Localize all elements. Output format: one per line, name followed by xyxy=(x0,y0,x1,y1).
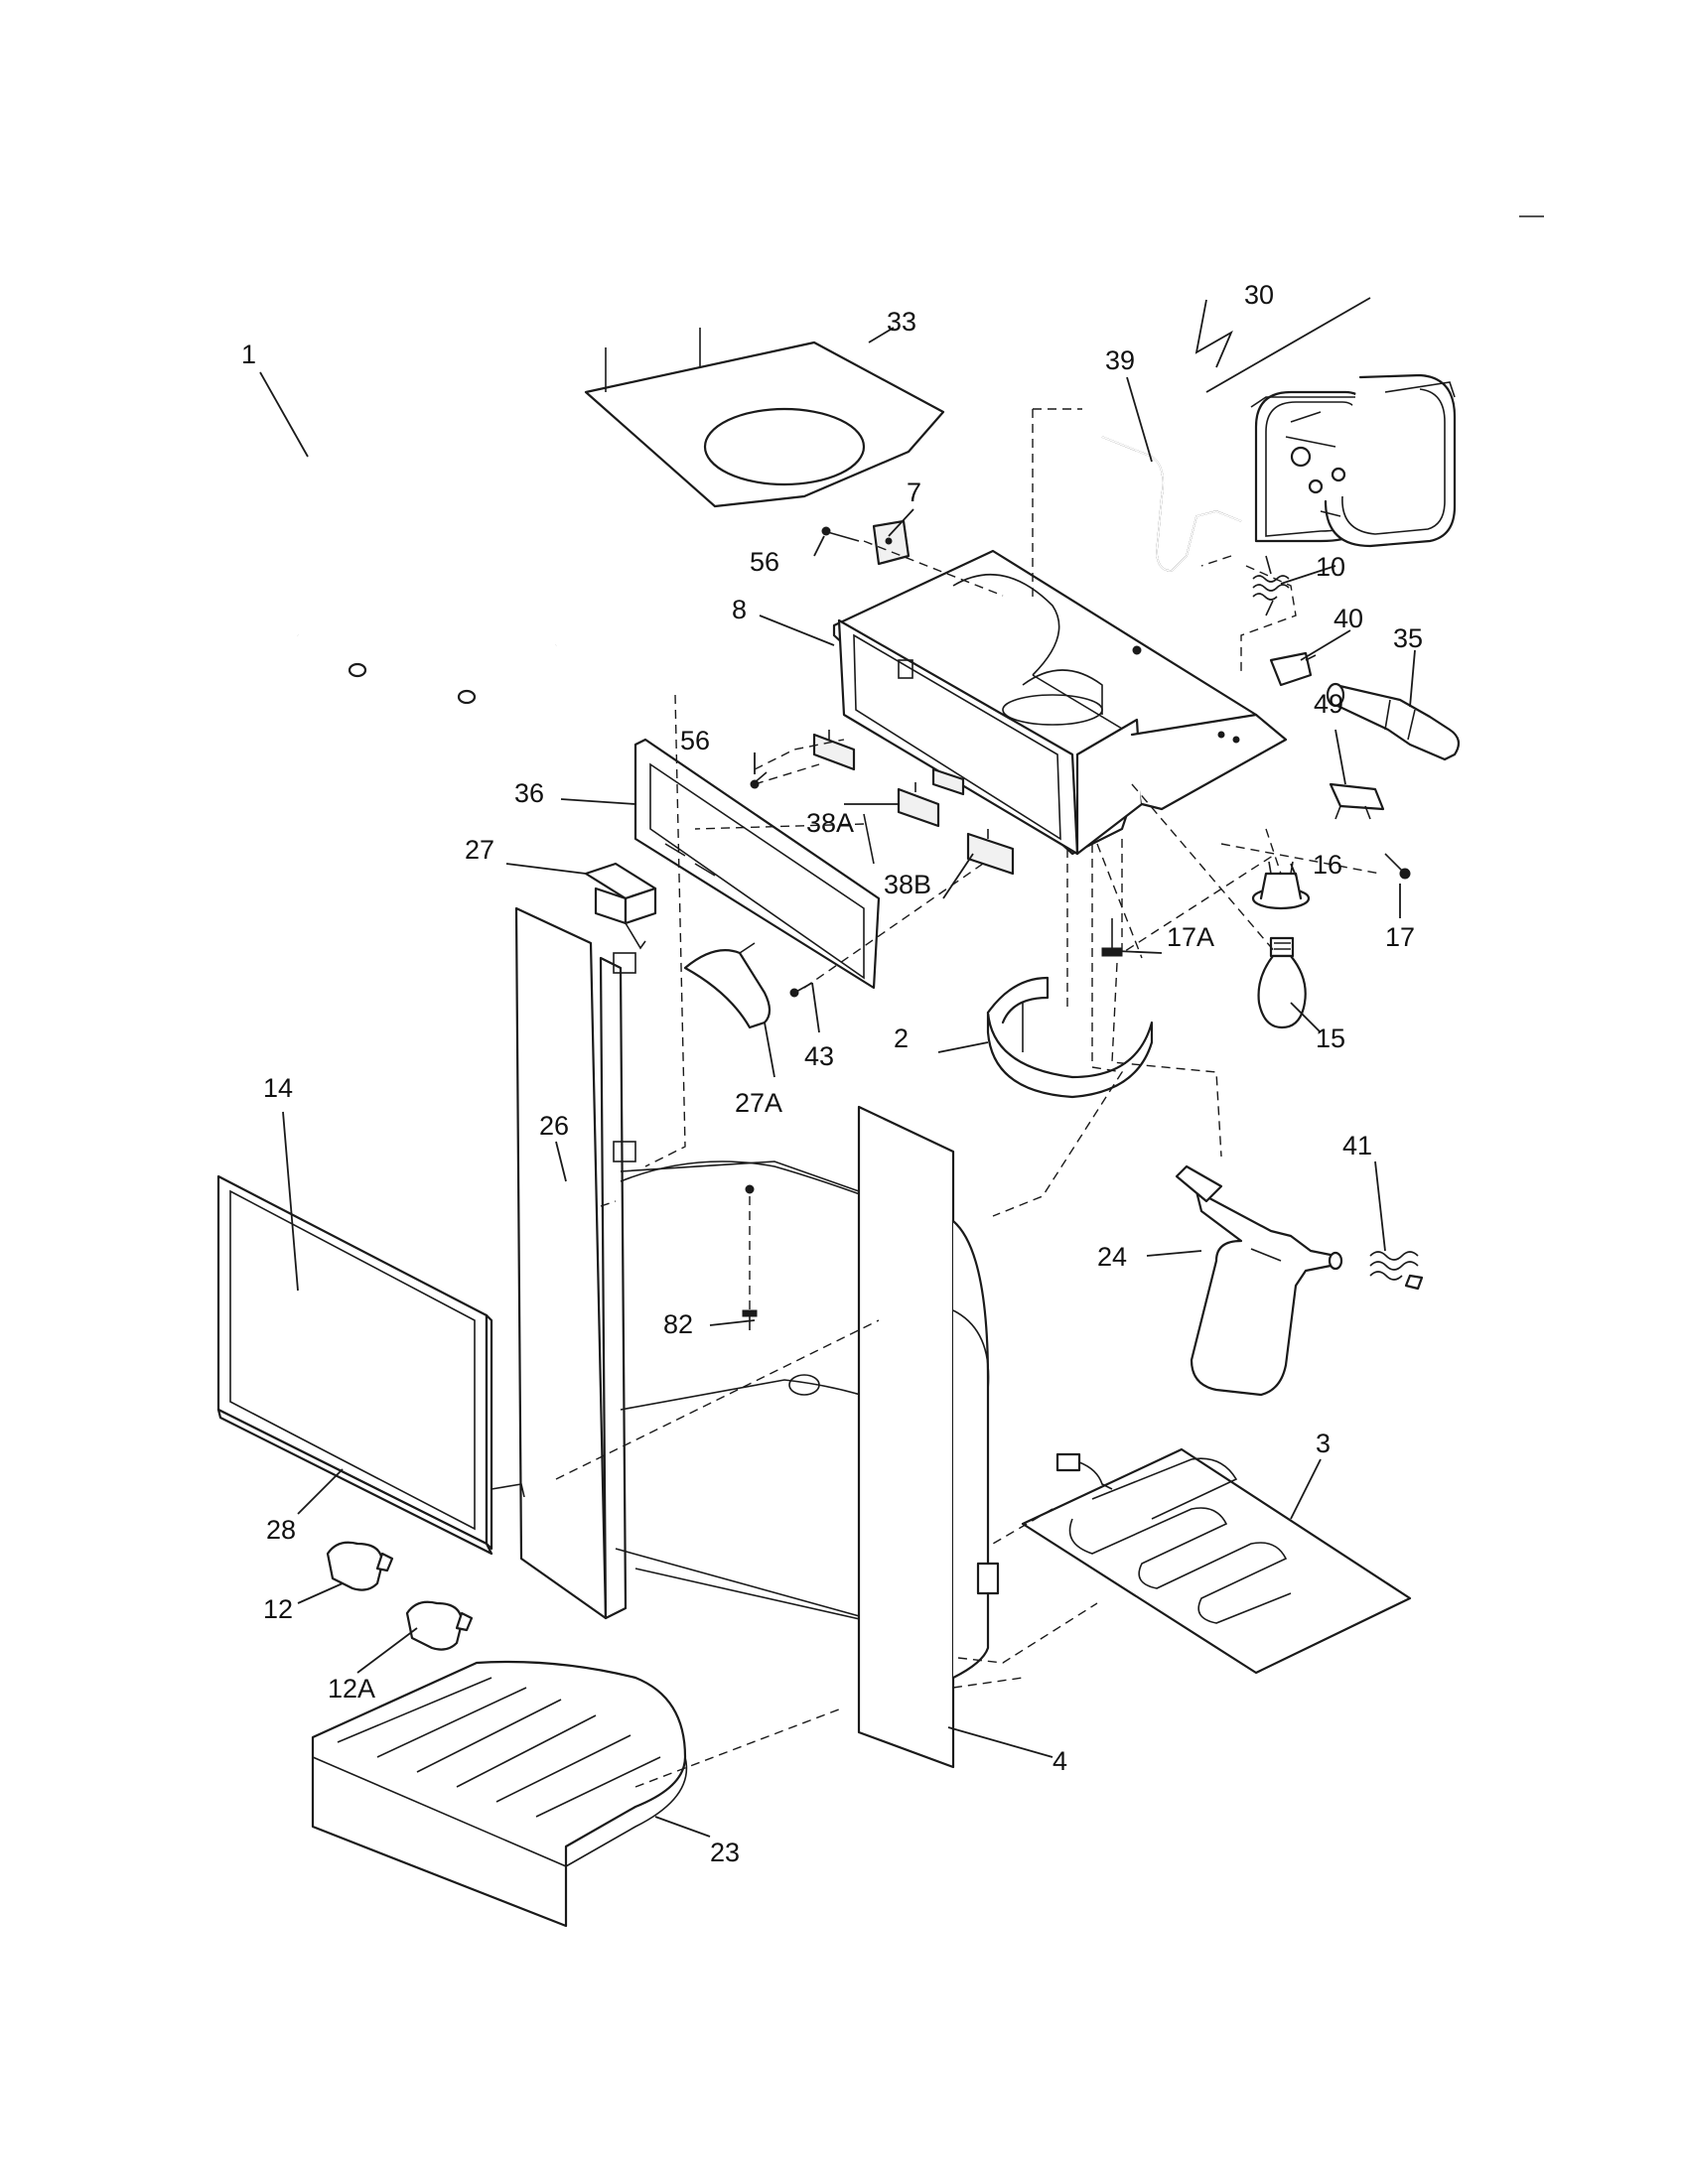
part-30-cup-assembly xyxy=(1250,373,1457,548)
callout-28: 28 xyxy=(266,1515,296,1545)
callout-41: 41 xyxy=(1342,1131,1372,1160)
part-38a-switch-lower xyxy=(897,782,940,828)
part-27a-paddle xyxy=(683,942,772,1029)
part-12-clip xyxy=(326,1541,394,1591)
part-4-cavity-housing xyxy=(514,906,1000,1769)
callout-15: 15 xyxy=(1316,1024,1345,1053)
part-24-lever-arm xyxy=(1175,1164,1343,1397)
callout-82: 82 xyxy=(663,1309,693,1339)
callout-40: 40 xyxy=(1333,604,1363,633)
callout-3: 3 xyxy=(1316,1429,1331,1458)
callout-27: 27 xyxy=(465,835,494,865)
part-38a-switch-upper xyxy=(812,730,856,771)
callout-labels: 1 33 39 30 7 56 10 8 40 35 49 56 36 38A … xyxy=(241,280,1423,1867)
assembly-guide-lines xyxy=(555,408,1381,1788)
callout-38a: 38A xyxy=(806,808,854,838)
callout-2: 2 xyxy=(894,1024,909,1053)
callout-4: 4 xyxy=(1052,1746,1067,1776)
callout-56-lower: 56 xyxy=(680,726,710,755)
callout-12: 12 xyxy=(263,1594,293,1624)
callout-30: 30 xyxy=(1244,280,1274,310)
part-8-dispenser-housing xyxy=(832,549,1288,865)
part-15-light-bulb xyxy=(1257,936,1307,1029)
callout-8: 8 xyxy=(732,595,747,624)
part-56-screw-upper xyxy=(821,526,860,542)
part-33-top-cover-plate xyxy=(584,328,945,508)
part-23-drip-tray xyxy=(311,1660,688,1928)
callout-16: 16 xyxy=(1313,850,1342,880)
callout-24: 24 xyxy=(1097,1242,1127,1272)
part-40-bracket xyxy=(1269,651,1317,687)
part-12a-clip xyxy=(405,1600,474,1651)
part-14-glass-panel xyxy=(216,1174,493,1551)
callout-7: 7 xyxy=(907,478,921,507)
part-35-solenoid xyxy=(1326,682,1461,761)
callout-35: 35 xyxy=(1393,623,1423,653)
part-49-clip xyxy=(1329,782,1385,820)
part-1-water-tube-coil xyxy=(226,414,608,705)
callout-12a: 12A xyxy=(328,1674,375,1704)
part-28-trim-frame xyxy=(216,1408,525,1556)
part-3-heater-pad xyxy=(1021,1447,1412,1675)
callout-38b: 38B xyxy=(884,870,931,899)
callout-56-upper: 56 xyxy=(750,547,779,577)
callout-17: 17 xyxy=(1385,922,1415,952)
callout-49: 49 xyxy=(1314,689,1343,719)
part-16-lamp-socket xyxy=(1251,861,1311,910)
part-39-actuator-rod xyxy=(1101,436,1242,572)
callout-14: 14 xyxy=(263,1073,293,1103)
callout-39: 39 xyxy=(1105,345,1135,375)
part-7-switch xyxy=(872,519,911,566)
part-56-screw-lower xyxy=(750,771,768,789)
callout-1: 1 xyxy=(241,340,256,369)
part-41-spring xyxy=(1369,1251,1424,1291)
part-switch-small xyxy=(931,767,965,796)
callout-leader-lines xyxy=(259,297,1416,1838)
callout-26: 26 xyxy=(539,1111,569,1141)
callout-17a: 17A xyxy=(1167,922,1214,952)
part-36-dispenser-front-panel xyxy=(633,738,881,990)
callout-10: 10 xyxy=(1316,552,1345,582)
callout-43: 43 xyxy=(804,1041,834,1071)
callout-23: 23 xyxy=(710,1838,740,1867)
part-38b-switch xyxy=(966,829,1015,876)
part-2-chute-ring xyxy=(986,976,1154,1099)
callout-33: 33 xyxy=(887,307,916,337)
callout-27a: 27A xyxy=(735,1088,782,1118)
part-27-bracket xyxy=(584,862,657,950)
part-10-spring xyxy=(1252,555,1290,616)
callout-36: 36 xyxy=(514,778,544,808)
part-17-screw xyxy=(1384,853,1411,880)
